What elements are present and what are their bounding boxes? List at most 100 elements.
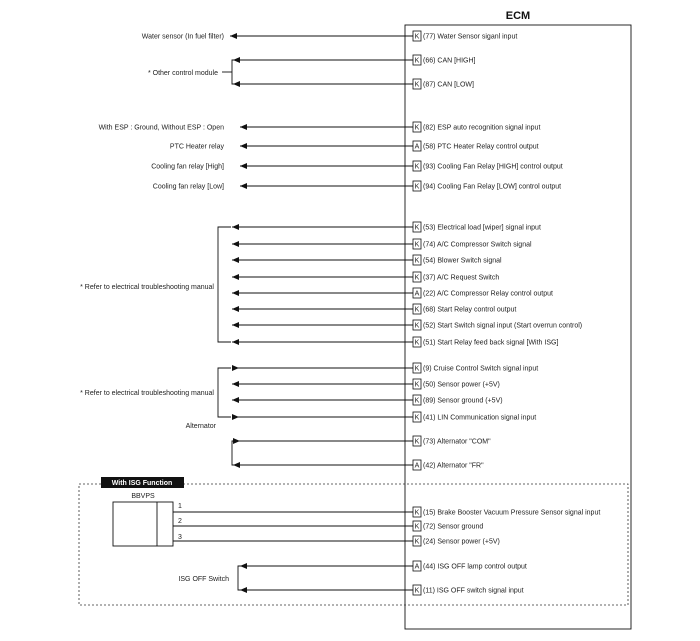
pin-connector-box — [412, 180, 422, 192]
pin-letter: K — [415, 58, 420, 65]
pin-letter: K — [415, 258, 420, 265]
external-device-label: Cooling fan relay [Low] — [153, 184, 224, 191]
group-label-alternator: Alternator — [186, 423, 217, 430]
pin-letter: A — [415, 291, 420, 298]
wire-number-2: 2 — [178, 518, 182, 525]
signal-label: (72) Sensor ground — [423, 524, 483, 531]
arrow-icon — [233, 438, 240, 444]
signal-label: (58) PTC Heater Relay control output — [423, 144, 539, 151]
pin-letter: K — [415, 125, 420, 132]
arrow-icon — [232, 257, 239, 263]
pin-connector-box — [412, 435, 422, 447]
pin-letter: A — [415, 463, 420, 470]
signal-label: (37) A/C Request Switch — [423, 275, 499, 282]
bbvps-sensor-box — [112, 501, 174, 547]
pin-connector-box — [412, 520, 422, 532]
arrow-icon — [232, 290, 239, 296]
arrow-icon — [240, 563, 247, 569]
pin-letter: K — [415, 539, 420, 546]
isg-badge-label: With ISG Function — [112, 480, 173, 487]
pin-connector-box — [412, 362, 422, 374]
signal-label: (11) ISG OFF switch signal input — [423, 588, 524, 595]
bracket-other-control-module — [222, 59, 239, 85]
external-device-label: Water sensor (In fuel filter) — [142, 34, 224, 41]
group-label-troubleshooting-1: * Refer to electrical troubleshooting ma… — [80, 284, 214, 291]
pin-connector-box — [412, 303, 422, 315]
ecm-title: ECM — [506, 10, 530, 22]
signal-label: (42) Alternator "FR" — [423, 463, 484, 470]
pin-letter: K — [415, 366, 420, 373]
external-device-label: Cooling fan relay [High] — [151, 164, 224, 171]
pin-connector-box — [412, 140, 422, 152]
wire-number-1: 1 — [178, 503, 182, 510]
external-device-label: With ESP : Ground, Without ESP : Open — [99, 125, 225, 132]
bbvps-label: BBVPS — [131, 493, 155, 500]
signal-label: (54) Blower Switch signal — [423, 258, 502, 265]
signal-label: (87) CAN [LOW] — [423, 82, 474, 89]
pin-connector-box — [412, 121, 422, 133]
arrow-icon — [232, 274, 239, 280]
arrow-icon — [232, 224, 239, 230]
wire-number-3: 3 — [178, 534, 182, 541]
pin-letter: K — [415, 34, 420, 41]
signal-label: (53) Electrical load [wiper] signal inpu… — [423, 225, 541, 232]
signal-label: (15) Brake Booster Vacuum Pressure Senso… — [423, 510, 600, 517]
pin-connector-box — [412, 378, 422, 390]
bracket-troubleshooting-2 — [217, 367, 231, 418]
isg-badge — [101, 477, 184, 488]
arrow-icon — [232, 365, 239, 371]
arrow-icon — [232, 414, 239, 420]
arrow-icon — [232, 322, 239, 328]
signal-label: (24) Sensor power (+5V) — [423, 539, 500, 546]
pin-letter: K — [415, 275, 420, 282]
pin-connector-box — [412, 54, 422, 66]
pin-connector-box — [412, 459, 422, 471]
pin-letter: K — [415, 340, 420, 347]
arrow-icon — [232, 381, 239, 387]
pin-letter: K — [415, 242, 420, 249]
pin-connector-box — [412, 535, 422, 547]
signal-label: (68) Start Relay control output — [423, 307, 516, 314]
arrow-icon — [233, 57, 240, 63]
pin-connector-box — [412, 560, 422, 572]
pin-letter: K — [415, 382, 420, 389]
pin-letter: K — [415, 524, 420, 531]
pin-connector-box — [412, 506, 422, 518]
arrow-icon — [240, 124, 247, 130]
signal-label: (9) Cruise Control Switch signal input — [423, 366, 538, 373]
pin-connector-box — [412, 584, 422, 596]
arrow-icon — [232, 306, 239, 312]
pin-letter: A — [415, 144, 420, 151]
arrow-icon — [240, 587, 247, 593]
pin-letter: K — [415, 82, 420, 89]
pin-connector-box — [412, 287, 422, 299]
pin-connector-box — [412, 238, 422, 250]
group-label-troubleshooting-2: * Refer to electrical troubleshooting ma… — [80, 390, 214, 397]
pin-letter: K — [415, 415, 420, 422]
arrow-icon — [232, 241, 239, 247]
signal-label: (74) A/C Compressor Switch signal — [423, 242, 532, 249]
arrow-icon — [233, 462, 240, 468]
pin-connector-box — [412, 254, 422, 266]
signal-label: (41) LIN Communication signal input — [423, 415, 536, 422]
pin-connector-box — [412, 271, 422, 283]
signal-label: (77) Water Sensor siganl input — [423, 34, 517, 41]
signal-label: (94) Cooling Fan Relay [LOW] control out… — [423, 184, 561, 191]
isg-region — [78, 483, 629, 606]
pin-letter: K — [415, 164, 420, 171]
arrow-icon — [240, 183, 247, 189]
signal-label: (51) Start Relay feed back signal [With … — [423, 340, 558, 347]
pin-letter: K — [415, 510, 420, 517]
pin-letter: K — [415, 184, 420, 191]
group-label-other-control-module: * Other control module — [148, 70, 218, 77]
bracket-alternator — [231, 440, 239, 466]
signal-label: (93) Cooling Fan Relay [HIGH] control ou… — [423, 164, 563, 171]
signal-label: (82) ESP auto recognition signal input — [423, 125, 540, 132]
arrow-icon — [230, 33, 237, 39]
bracket-isg-off-switch — [237, 565, 246, 591]
isg-off-switch-label: ISG OFF Switch — [178, 576, 229, 583]
signal-label: (44) ISG OFF lamp control output — [423, 564, 527, 571]
pin-letter: K — [415, 588, 420, 595]
